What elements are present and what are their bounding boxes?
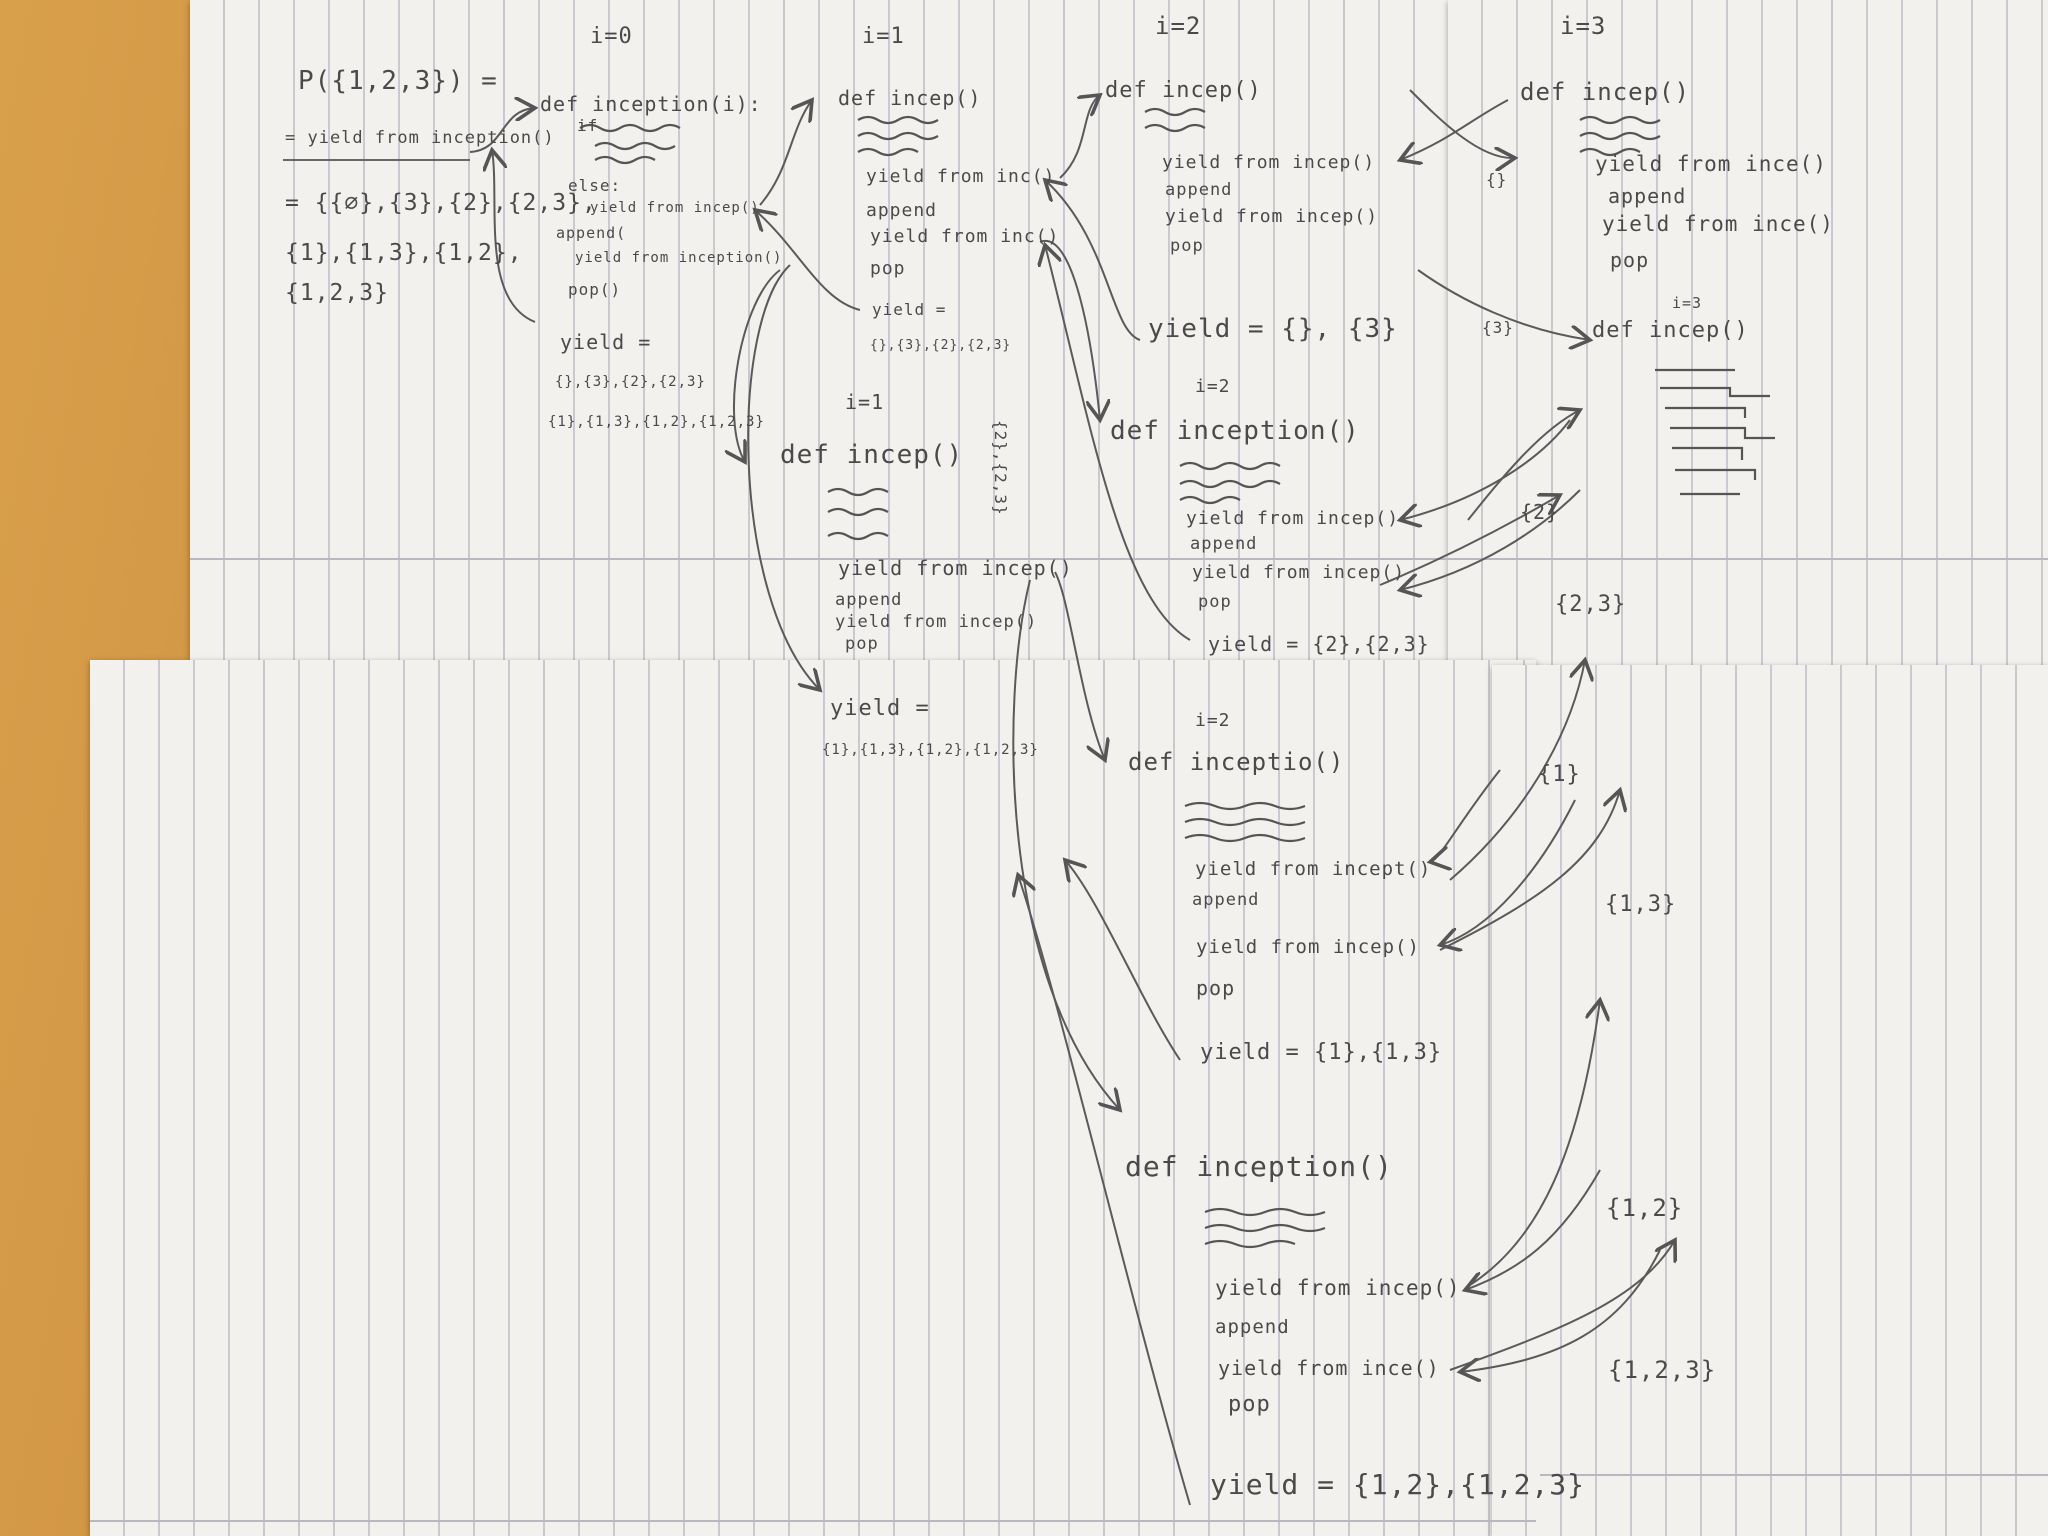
code-pop: pop — [1196, 976, 1236, 1000]
code-yield-from: yield from inception() — [575, 250, 783, 266]
code-yield-from: yield from incep() — [1196, 936, 1420, 958]
yield-values: {1},{1,3},{1,2},{1,2,3} — [548, 414, 765, 430]
code-append: append — [1190, 534, 1258, 554]
code-def: def inception() — [1110, 416, 1360, 446]
code-pop: pop() — [568, 280, 622, 299]
powerset-result-3: {1,2,3} — [285, 280, 389, 306]
flow-label: {1} — [1538, 762, 1581, 787]
code-yield-from: yield from ince() — [1595, 152, 1827, 176]
code-append: append — [1192, 890, 1260, 910]
code-yield-from: yield from incep() — [838, 556, 1073, 580]
code-yield: yield = {1,2},{1,2,3} — [1210, 1468, 1586, 1501]
code-yield-from: yield from ince() — [1602, 212, 1834, 236]
code-append: append( — [556, 224, 627, 242]
block-label: i=1 — [845, 390, 885, 414]
code-yield: yield = — [872, 300, 947, 319]
powerset-result-1: = {{∅},{3},{2},{2,3}, — [285, 190, 597, 216]
code-if: if — [577, 116, 599, 135]
code-yield: yield = — [560, 330, 652, 354]
code-yield-from: yield from incep() — [590, 200, 760, 216]
code-pop: pop — [845, 634, 879, 654]
block-label: i=2 — [1195, 376, 1231, 397]
code-append: append — [1215, 1316, 1290, 1338]
code-def: def inception() — [1125, 1150, 1393, 1183]
code-yield: yield = {2},{2,3} — [1208, 632, 1430, 656]
code-yield: yield = — [830, 696, 930, 721]
code-yield-from: yield from inc() — [866, 166, 1056, 187]
margin-line — [190, 558, 2048, 560]
code-yield-from: yield from incept() — [1195, 858, 1432, 880]
code-def: def incep() — [1520, 78, 1690, 106]
code-append: append — [866, 200, 938, 221]
paper-top-left — [190, 0, 1448, 660]
code-yield-from: yield from incep() — [1186, 508, 1400, 529]
flow-label: {} — [1486, 170, 1508, 189]
yield-values: {},{3},{2},{2,3} — [555, 374, 706, 390]
code-yield: yield = {1},{1,3} — [1200, 1040, 1443, 1065]
code-def: def incep() — [838, 86, 982, 110]
code-def: def incep() — [1105, 78, 1262, 103]
code-pop: pop — [1610, 248, 1650, 272]
header-i2: i=2 — [1155, 12, 1202, 40]
block-label: i=3 — [1672, 294, 1703, 312]
code-def: def inceptio() — [1128, 748, 1345, 776]
code-yield-from: yield from ince() — [1218, 1356, 1440, 1380]
margin-line — [1540, 1474, 2048, 1476]
flow-label: {2} — [1520, 500, 1560, 524]
yield-values: {},{3},{2},{2,3} — [870, 338, 1012, 353]
side-annotation: {2},{2,3} — [991, 420, 1010, 516]
powerset-title: P({1,2,3}) = — [298, 66, 498, 96]
code-pop: pop — [1228, 1392, 1271, 1417]
flow-label: {1,2} — [1606, 1194, 1684, 1222]
code-yield: yield = {}, {3} — [1148, 314, 1398, 344]
code-else: else: — [568, 176, 622, 195]
header-i3: i=3 — [1560, 12, 1607, 40]
flow-label: {2,3} — [1555, 592, 1627, 617]
yield-values: {1},{1,3},{1,2},{1,2,3} — [822, 742, 1039, 758]
code-yield-from: yield from incep() — [1215, 1276, 1461, 1300]
powerset-result-2: {1},{1,3},{1,2}, — [285, 240, 523, 266]
paper-bottom-right — [1492, 665, 2048, 1536]
header-i0: i=0 — [590, 24, 633, 49]
code-append: append — [1165, 180, 1233, 200]
code-pop: pop — [1170, 236, 1204, 256]
code-def: def incep() — [1592, 318, 1749, 343]
code-pop: pop — [1198, 592, 1232, 612]
code-def: def incep() — [780, 440, 964, 470]
flow-label: {3} — [1482, 318, 1514, 337]
paper-top-right — [1448, 0, 2048, 665]
code-yield-from: yield from incep() — [1192, 562, 1406, 583]
paper-bottom-left — [90, 660, 1536, 1536]
code-yield-from: yield from inc() — [870, 226, 1060, 247]
margin-line — [90, 1520, 1536, 1522]
flow-label: {1,3} — [1605, 892, 1677, 917]
header-i1: i=1 — [862, 24, 905, 49]
powerset-call: = yield from inception() — [285, 128, 555, 148]
code-pop: pop — [870, 258, 906, 279]
code-append: append — [835, 590, 903, 610]
code-append: append — [1608, 184, 1687, 208]
code-yield-from: yield from incep() — [1165, 206, 1379, 227]
code-yield-from: yield from incep() — [1162, 152, 1376, 173]
flow-label: {1,2,3} — [1608, 1356, 1717, 1384]
code-def: def inception(i): — [540, 92, 762, 116]
code-yield-from: yield from incep() — [835, 612, 1038, 632]
block-label: i=2 — [1195, 710, 1231, 731]
